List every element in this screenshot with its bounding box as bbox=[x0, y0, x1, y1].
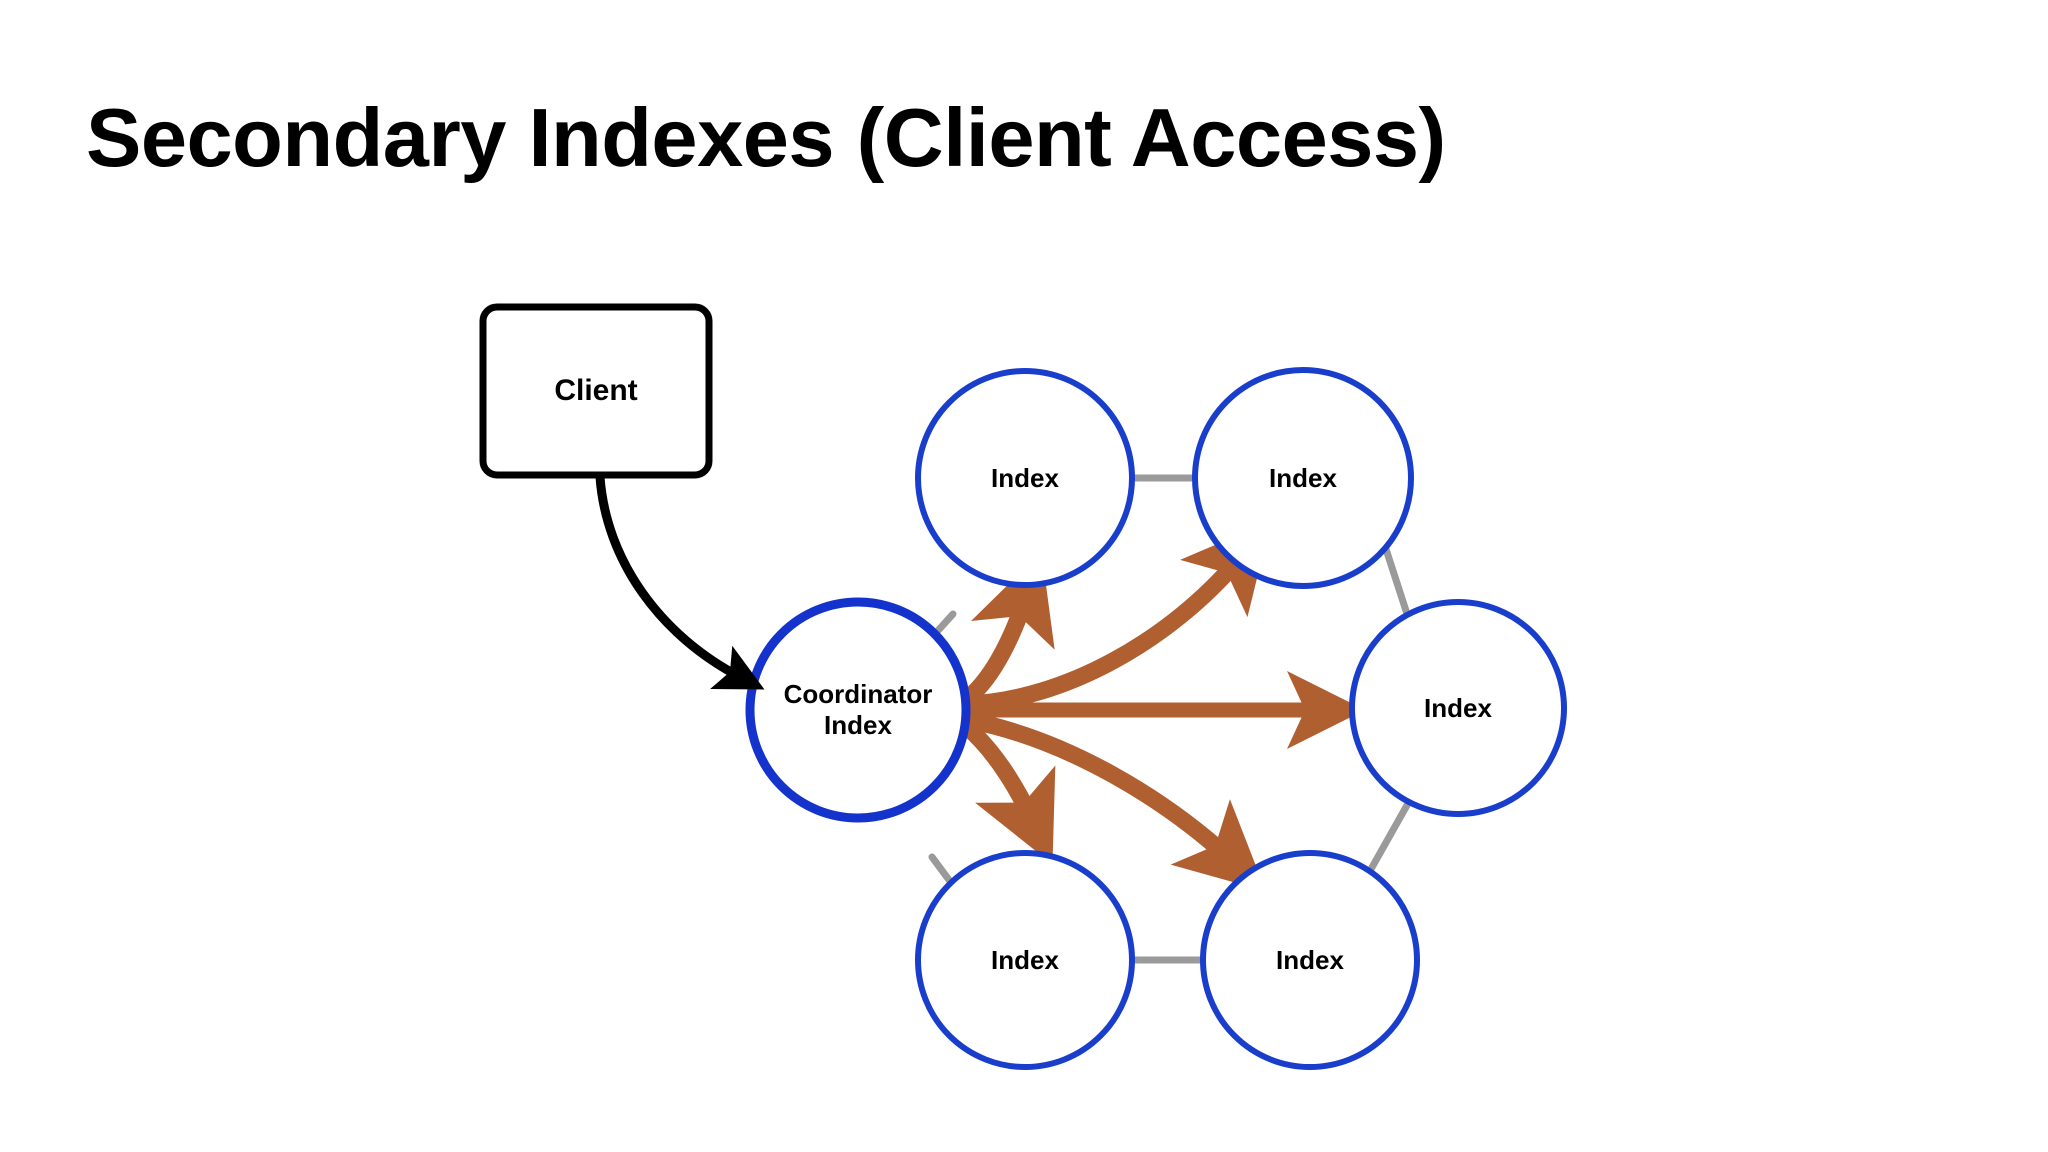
ring-link-index-right-to-index-bottom-right bbox=[1362, 796, 1414, 882]
ring-link-index-bottom-left-to-coordinator bbox=[928, 853, 956, 888]
ring-link-index-top-right-to-index-right bbox=[1381, 542, 1412, 621]
node-index-right[interactable] bbox=[1349, 599, 1567, 817]
request-arrow-to-index-bottom-right bbox=[966, 711, 1266, 892]
node-coordinator-index[interactable] bbox=[745, 597, 971, 823]
request-arrow-to-index-bottom-left bbox=[960, 719, 1056, 865]
client-box[interactable] bbox=[479, 303, 713, 479]
node-index-bottom-right[interactable] bbox=[1200, 850, 1420, 1070]
node-index-top-left[interactable] bbox=[915, 368, 1135, 588]
request-arrows bbox=[960, 521, 1365, 892]
request-arrow-to-index-top-left bbox=[962, 551, 1055, 705]
node-index-top-right[interactable] bbox=[1192, 367, 1414, 589]
ring-nodes bbox=[915, 367, 1567, 1070]
page-title: Secondary Indexes (Client Access) bbox=[86, 91, 1446, 184]
request-arrow-to-index-top-right bbox=[967, 521, 1272, 713]
node-index-bottom-left[interactable] bbox=[915, 850, 1135, 1070]
client-to-coordinator-arrow bbox=[595, 472, 765, 690]
